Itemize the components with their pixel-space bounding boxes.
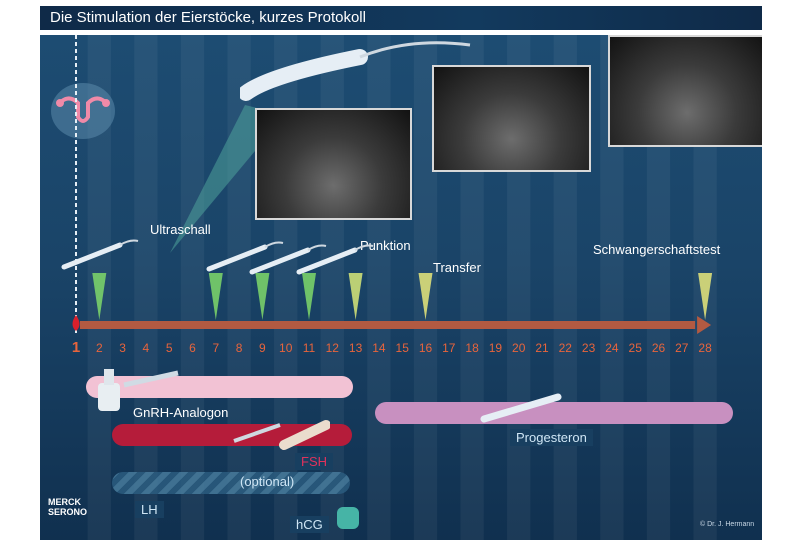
day-tick-label: 13 [349,341,363,355]
optional-label: (optional) [240,474,295,489]
hcg-marker [337,507,359,529]
day-tick-label: 20 [512,341,526,355]
ultrasound-image-1 [255,108,412,220]
day-tick-label: 10 [279,341,293,355]
day-tick-label: 19 [489,341,503,355]
event-marker [348,273,363,320]
probe-icon-day2 [61,239,139,270]
progesterone-bar [375,402,733,424]
injection-pen-icon [233,420,330,450]
day-tick-label: 12 [326,341,340,355]
event-marker [255,273,270,320]
transfer-label: Transfer [433,260,481,275]
day-tick-label: 26 [652,341,666,355]
optional-lh-bar [112,472,350,494]
uterus-icon [51,83,115,139]
menstruation-drop-icon [72,315,80,331]
day-tick-label: 15 [396,341,410,355]
timeline-arrow [80,321,696,329]
progesterone-label: Progesteron [510,429,593,446]
day-tick-label: 17 [442,341,456,355]
gnrh-bar [86,376,353,398]
day-tick-label: 25 [629,341,643,355]
day-tick-label: 2 [96,341,103,355]
ultrasound-label: Ultraschall [150,222,211,237]
day-tick-label: 14 [372,341,386,355]
day-tick-label: 9 [259,341,266,355]
puncture-label: Punktion [360,238,411,253]
lh-label: LH [135,501,164,518]
event-marker [92,273,107,320]
probe-icon-day7 [206,241,284,272]
day-tick-label: 6 [189,341,196,355]
day-tick-label: 5 [166,341,173,355]
timeline-arrowhead [697,316,712,334]
hcg-label: hCG [290,516,329,533]
day-tick-label: 11 [303,341,316,355]
syringe-icon [480,393,562,423]
event-marker [698,273,713,320]
nasal-spray-icon [98,369,179,411]
page-title: Die Stimulation der Eierstöcke, kurzes P… [50,9,366,26]
copyright-credit: © Dr. J. Hermann [700,521,755,528]
day-tick-label: 8 [236,341,243,355]
event-marker [208,273,223,320]
day-tick-label: 27 [675,341,689,355]
day-tick-label: 24 [605,341,619,355]
day-tick-label: 18 [465,341,479,355]
event-marker [418,273,433,320]
ultrasound-image-2 [432,65,591,172]
protocol-board: Ultraschall Punktion Transfer Schwangers… [40,35,762,540]
ultrasound-probe-icon [240,41,471,101]
day-tick-label: 1 [72,339,80,356]
day-tick-label: 3 [119,341,126,355]
day-tick-label: 16 [419,341,433,355]
title-bar [40,6,762,30]
day-tick-label: 7 [212,341,219,355]
event-marker [302,273,316,320]
day-tick-label: 21 [535,341,549,355]
probe-icon-day9 [249,244,327,275]
day-tick-label: 4 [143,341,150,355]
day-tick-label: 22 [559,341,573,355]
probe-icon-day11 [296,244,374,275]
day-tick-label: 23 [582,341,596,355]
ultrasound-image-3 [608,35,762,147]
pregnancy-test-label: Schwangerschaftstest [593,242,721,257]
day-tick-label: 28 [698,341,712,355]
gnrh-label: GnRH-Analogon [133,405,229,420]
merck-serono-logo: MERCK SERONO [48,497,88,517]
fsh-label: FSH [295,453,333,470]
